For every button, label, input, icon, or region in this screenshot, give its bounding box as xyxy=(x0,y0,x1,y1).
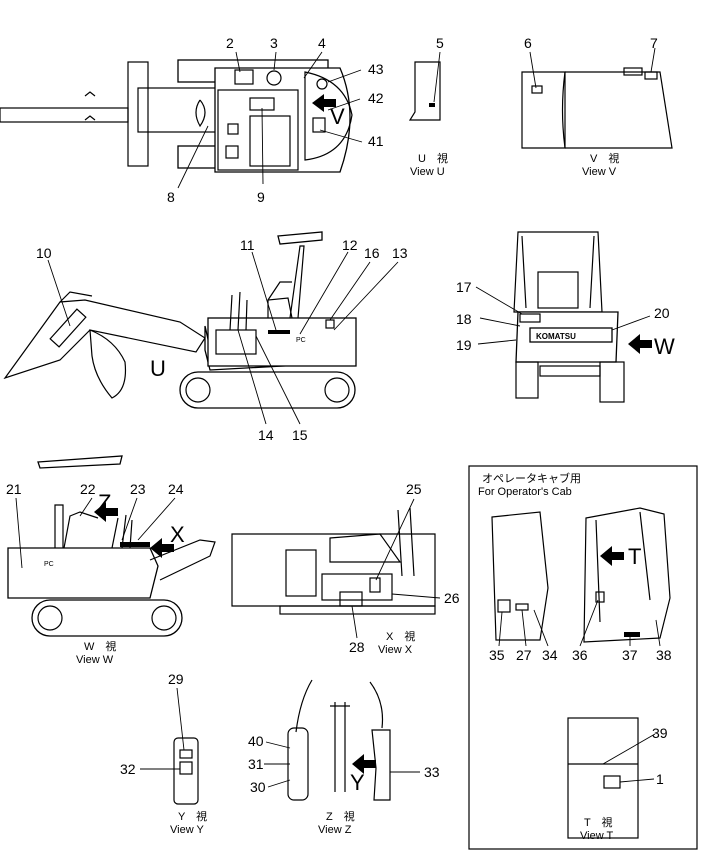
view-letters: V U W Z X T Y xyxy=(98,104,675,795)
komatsu-plate: KOMATSU xyxy=(536,332,576,341)
callout-17: 17 xyxy=(456,279,472,295)
callout-15: 15 xyxy=(292,427,308,443)
caption-t-en: View T xyxy=(580,830,614,842)
callout-13: 13 xyxy=(392,245,408,261)
callout-12: 12 xyxy=(342,237,358,253)
callout-35: 35 xyxy=(489,647,505,663)
callout-22: 22 xyxy=(80,481,96,497)
rear-view-drawing xyxy=(513,231,652,403)
side-view-drawing xyxy=(3,231,357,409)
callout-40: 40 xyxy=(248,733,264,749)
callout-16: 16 xyxy=(364,245,380,261)
callout-41: 41 xyxy=(368,133,384,149)
callout-9: 9 xyxy=(257,189,265,205)
view-letter-w: W xyxy=(654,334,675,359)
view-v-drawing xyxy=(521,67,673,149)
callout-29: 29 xyxy=(168,671,184,687)
callout-3: 3 xyxy=(270,35,278,51)
callout-34: 34 xyxy=(542,647,558,663)
callout-38: 38 xyxy=(656,647,672,663)
caption-x-en: View X xyxy=(378,644,413,656)
cab-box-title-jp: オペレータキャブ用 xyxy=(482,471,581,485)
caption-z-jp: Z 視 xyxy=(326,809,355,823)
top-view-drawing xyxy=(0,59,353,173)
callout-36: 36 xyxy=(572,647,588,663)
caption-v-jp: V 視 xyxy=(590,151,619,165)
callout-1: 1 xyxy=(656,771,664,787)
view-z-drawing xyxy=(287,679,391,801)
callout-32: 32 xyxy=(120,761,136,777)
cab-box xyxy=(468,465,698,850)
callout-30: 30 xyxy=(250,779,266,795)
callout-42: 42 xyxy=(368,90,384,106)
caption-u-jp: U 視 xyxy=(418,151,448,165)
model-mark-w: PC xyxy=(44,561,54,568)
callout-7: 7 xyxy=(650,35,658,51)
caption-z-en: View Z xyxy=(318,824,352,836)
view-y-drawing xyxy=(173,737,199,805)
callout-24: 24 xyxy=(168,481,184,497)
caption-y-jp: Y 視 xyxy=(178,809,207,823)
callout-20: 20 xyxy=(654,305,670,321)
callout-numbers: 2 3 4 43 42 41 8 9 5 6 7 10 11 12 16 13 … xyxy=(6,35,672,795)
view-letter-v: V xyxy=(330,104,345,129)
callout-8: 8 xyxy=(167,189,175,205)
view-x-drawing xyxy=(231,507,436,615)
caption-y-en: View Y xyxy=(170,824,205,836)
callout-23: 23 xyxy=(130,481,146,497)
callout-37: 37 xyxy=(622,647,638,663)
view-letter-x: X xyxy=(170,522,185,547)
callout-28: 28 xyxy=(349,639,365,655)
view-w-drawing xyxy=(7,455,216,637)
caption-u-en: View U xyxy=(410,166,445,178)
callout-5: 5 xyxy=(436,35,444,51)
caption-w-en: View W xyxy=(76,654,114,666)
view-captions: U 視 View U V 視 View V W 視 View W X 視 Vie… xyxy=(76,151,619,842)
callout-2: 2 xyxy=(226,35,234,51)
view-letter-z: Z xyxy=(98,490,111,515)
callout-21: 21 xyxy=(6,481,22,497)
callout-27: 27 xyxy=(516,647,532,663)
callout-4: 4 xyxy=(318,35,326,51)
caption-v-en: View V xyxy=(582,166,617,178)
caption-t-jp: T 視 xyxy=(584,815,613,829)
callout-31: 31 xyxy=(248,756,264,772)
view-letter-u: U xyxy=(150,356,166,381)
view-letter-y: Y xyxy=(350,770,365,795)
callout-11: 11 xyxy=(240,237,255,253)
caption-w-jp: W 視 xyxy=(84,639,116,653)
callout-25: 25 xyxy=(406,481,422,497)
callout-10: 10 xyxy=(36,245,52,261)
callout-19: 19 xyxy=(456,337,472,353)
caption-x-jp: X 視 xyxy=(386,629,415,643)
callout-43: 43 xyxy=(368,61,384,77)
callout-14: 14 xyxy=(258,427,274,443)
view-u-drawing xyxy=(408,61,441,121)
callout-6: 6 xyxy=(524,35,532,51)
callout-18: 18 xyxy=(456,311,472,327)
callout-33: 33 xyxy=(424,764,440,780)
leader-lines xyxy=(15,47,661,788)
callout-26: 26 xyxy=(444,590,460,606)
view-letter-t: T xyxy=(628,544,641,569)
cab-box-title-en: For Operator's Cab xyxy=(478,486,572,498)
callout-39: 39 xyxy=(652,725,668,741)
model-mark-side: PC xyxy=(296,337,306,344)
